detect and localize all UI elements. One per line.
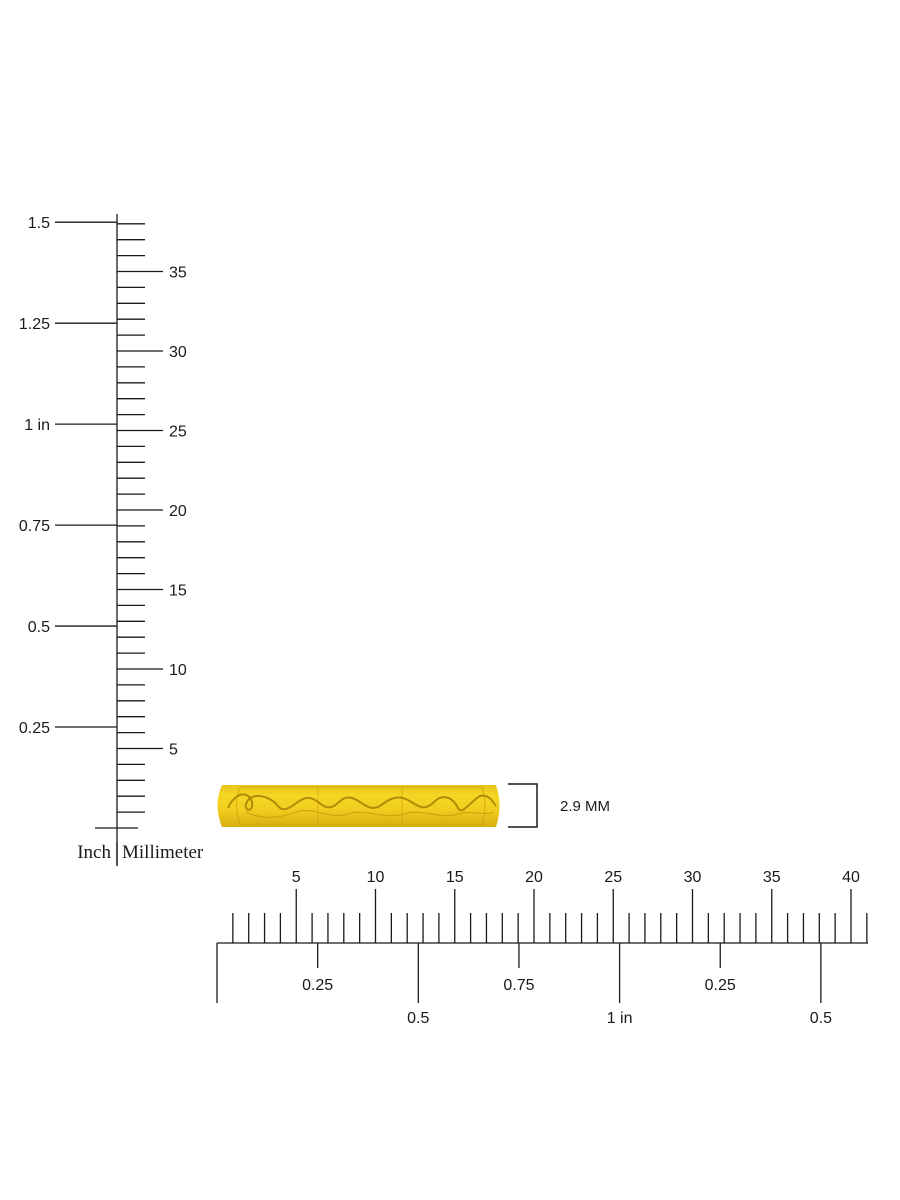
vertical-inch-ticks: 0.25 0.5 0.75 1 in 1.25 1.5 [19, 215, 117, 737]
h-mm-label: 5 [292, 869, 301, 886]
v-inch-label: 1.25 [19, 316, 50, 333]
ring-body [217, 785, 500, 827]
horizontal-mm-ticks: 5 10 15 20 25 30 35 40 [232, 869, 868, 943]
vertical-ruler: 5 10 15 20 25 30 35 0.25 0.5 0.75 1 in 1.25 1.5 Inc… [19, 214, 204, 866]
horizontal-ruler: 5 10 15 20 25 30 35 40 0.25 0.5 0.75 1 in 0.25 0.5 [216, 869, 868, 1027]
v-mm-label: 5 [169, 742, 178, 759]
vertical-mm-ticks: 5 10 15 20 25 30 35 [117, 223, 187, 813]
inch-unit-label: Inch [77, 842, 111, 863]
v-mm-label: 20 [169, 503, 187, 520]
v-mm-label: 30 [169, 344, 187, 361]
v-inch-label: 1.5 [28, 215, 50, 232]
v-inch-label: 1 in [24, 417, 50, 434]
h-mm-label: 25 [604, 869, 622, 886]
h-inch-label: 1 in [607, 1010, 633, 1027]
v-mm-label: 25 [169, 424, 187, 441]
v-inch-label: 0.25 [19, 720, 50, 737]
h-inch-label: 0.25 [705, 977, 736, 994]
horizontal-inch-ticks: 0.25 0.5 0.75 1 in 0.25 0.5 [302, 943, 832, 1027]
h-inch-label: 0.5 [407, 1010, 429, 1027]
millimeter-unit-label: Millimeter [122, 842, 204, 863]
v-mm-label: 15 [169, 583, 187, 600]
h-mm-label: 10 [367, 869, 385, 886]
h-mm-label: 15 [446, 869, 464, 886]
h-mm-label: 40 [842, 869, 860, 886]
v-mm-label: 35 [169, 265, 187, 282]
width-label: 2.9 MM [560, 798, 610, 815]
wave-engraving [227, 793, 497, 812]
wave-engraving-lower [245, 810, 495, 818]
h-inch-label: 0.5 [810, 1010, 832, 1027]
width-dimension: 2.9 MM [508, 783, 610, 828]
width-bracket [508, 783, 538, 828]
v-inch-label: 0.75 [19, 518, 50, 535]
v-inch-label: 0.5 [28, 619, 50, 636]
h-mm-label: 20 [525, 869, 543, 886]
ring-band [217, 785, 500, 827]
v-mm-label: 10 [169, 662, 187, 679]
ring-engraving-border [236, 786, 486, 826]
h-inch-label: 0.25 [302, 977, 333, 994]
h-mm-label: 30 [684, 869, 702, 886]
h-inch-label: 0.75 [503, 977, 534, 994]
h-mm-label: 35 [763, 869, 781, 886]
